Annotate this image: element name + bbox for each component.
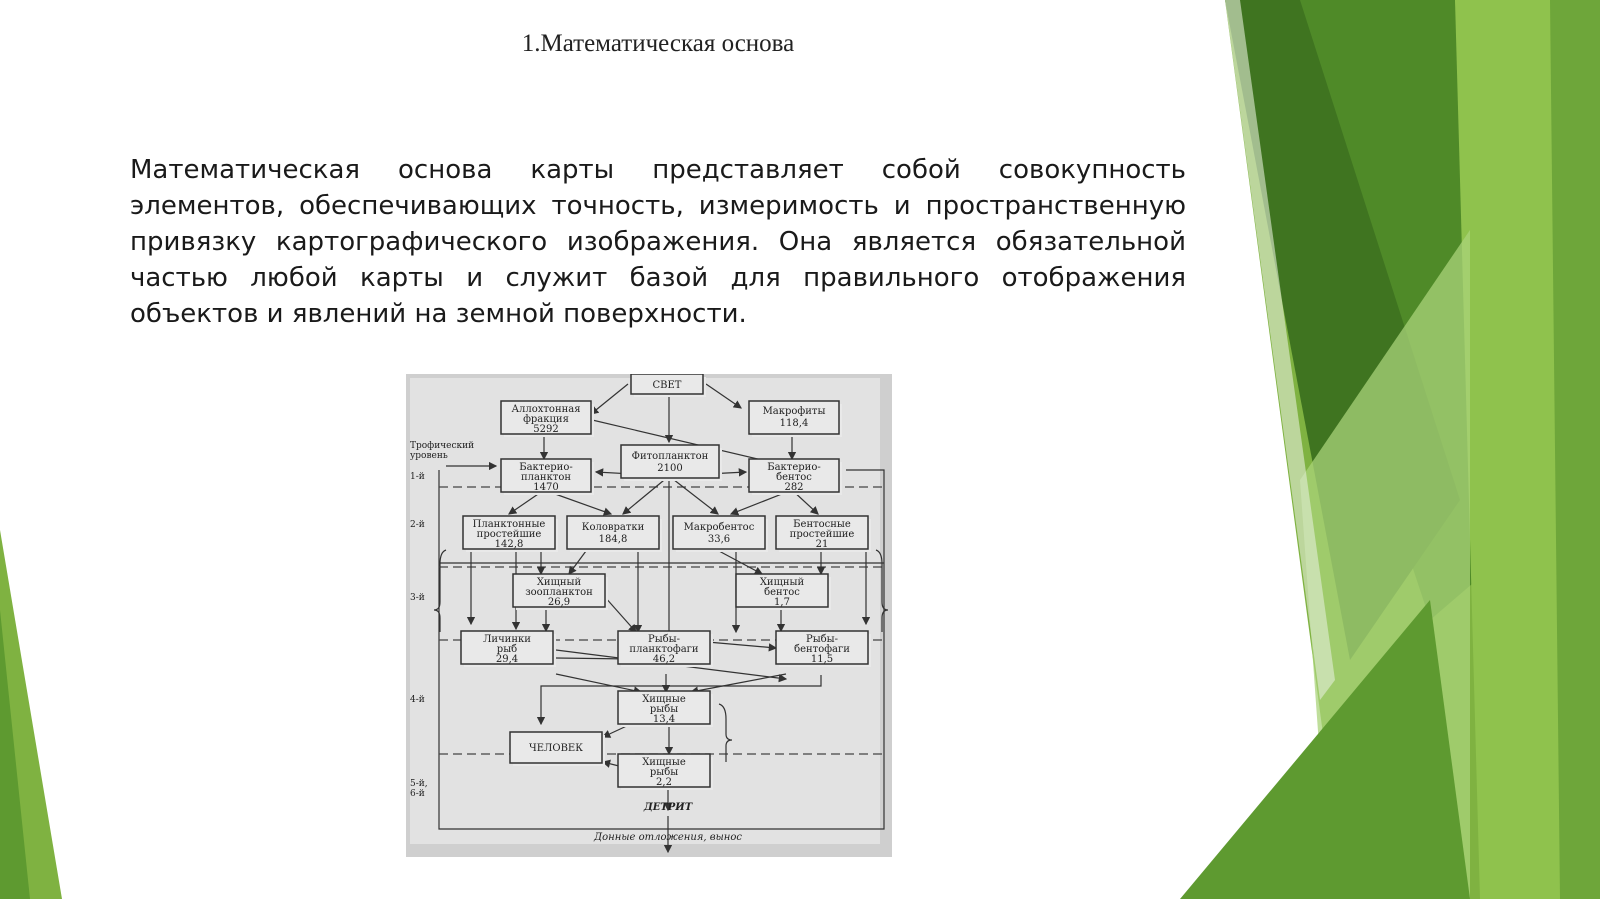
- svg-text:бентос: бентос: [764, 587, 800, 598]
- svg-text:142,8: 142,8: [495, 539, 524, 550]
- svg-text:Бактерио-: Бактерио-: [767, 462, 820, 473]
- svg-text:зоопланктон: зоопланктон: [525, 587, 593, 598]
- svg-text:1470: 1470: [533, 482, 558, 493]
- svg-text:Планктонные: Планктонные: [473, 519, 546, 530]
- svg-text:118,4: 118,4: [780, 418, 809, 429]
- level-header-line-1: Трофический: [410, 441, 474, 451]
- svg-text:282: 282: [784, 482, 803, 493]
- node-predatory-fish-1: Хищные рыбы 13,4: [617, 690, 713, 727]
- svg-text:рыбы: рыбы: [650, 704, 678, 715]
- node-phytoplankton: Фитопланктон 2100: [620, 444, 722, 481]
- slide-title: 1.Математическая основа: [521, 30, 795, 57]
- svg-text:Аллохтонная: Аллохтонная: [511, 404, 580, 415]
- svg-text:26,9: 26,9: [548, 597, 570, 608]
- svg-text:Коловратки: Коловратки: [582, 522, 645, 533]
- node-plankton-protozoa: Планктонные простейшие 142,8: [462, 515, 558, 552]
- svg-text:11,5: 11,5: [811, 654, 833, 665]
- svg-text:Личинки: Личинки: [483, 634, 531, 645]
- svg-text:СВЕТ: СВЕТ: [653, 380, 682, 391]
- level-label-1: 1-й: [410, 472, 425, 482]
- level-label-6: 6-й: [410, 789, 425, 799]
- svg-text:Хищный: Хищный: [760, 577, 805, 588]
- node-macrozoobenthos: Макробентос 33,6: [672, 515, 768, 552]
- node-macrophytes: Макрофиты 118,4: [748, 400, 842, 437]
- svg-text:13,4: 13,4: [653, 714, 675, 725]
- node-fish-fry: Личинки рыб 29,4: [460, 630, 556, 667]
- svg-text:Фитопланктон: Фитопланктон: [632, 451, 709, 462]
- node-bacterioplankton: Бактерио- планктон 1470: [500, 458, 594, 495]
- svg-text:простейшие: простейшие: [477, 529, 542, 540]
- level-header-line-2: уровень: [410, 451, 448, 461]
- svg-text:Хищные: Хищные: [642, 694, 686, 705]
- level-label-3: 3-й: [410, 593, 425, 603]
- svg-text:184,8: 184,8: [599, 534, 628, 545]
- trophic-diagram: Трофический уровень 1-й 2-й 3-й 4-й 5-й,…: [406, 374, 892, 857]
- svg-text:Макрофиты: Макрофиты: [763, 406, 826, 417]
- node-benthivorous-fish: Рыбы- бентофаги 11,5: [775, 630, 871, 667]
- node-bacteriobenthos: Бактерио- бентос 282: [748, 458, 842, 495]
- svg-text:33,6: 33,6: [708, 534, 730, 545]
- level-label-4: 4-й: [410, 695, 425, 705]
- node-copepods: Коловратки 184,8: [566, 515, 662, 552]
- svg-text:1,7: 1,7: [774, 597, 790, 608]
- svg-text:Хищный: Хищный: [537, 577, 582, 588]
- svg-text:Макробентос: Макробентос: [684, 522, 755, 533]
- svg-text:21: 21: [816, 539, 829, 550]
- slide-paragraph: Математическая основа карты представляет…: [130, 155, 1186, 329]
- svg-text:планктон: планктон: [521, 472, 571, 483]
- svg-text:Рыбы-: Рыбы-: [806, 634, 838, 645]
- svg-text:2,2: 2,2: [656, 777, 672, 788]
- svg-text:бентофаги: бентофаги: [794, 644, 850, 655]
- svg-text:Рыбы-: Рыбы-: [648, 634, 680, 645]
- level-label-5: 5-й,: [410, 779, 428, 789]
- node-predatory-benthos: Хищный бентос 1,7: [735, 573, 831, 610]
- svg-text:рыбы: рыбы: [650, 767, 678, 778]
- svg-text:2100: 2100: [657, 463, 682, 474]
- level-label-2: 2-й: [410, 520, 425, 530]
- svg-text:Трофический: Трофический: [410, 441, 474, 451]
- node-allochthonous: Аллохтонная фракция 5292: [500, 400, 594, 437]
- node-human: ЧЕЛОВЕК: [509, 731, 605, 766]
- node-predatory-fish-2: Хищные рыбы 2,2: [617, 753, 713, 790]
- svg-text:планктофаги: планктофаги: [629, 644, 698, 655]
- svg-text:бентос: бентос: [776, 472, 812, 483]
- svg-text:5292: 5292: [533, 424, 558, 435]
- footer-label: Донные отложения, вынос: [593, 832, 742, 843]
- node-light: СВЕТ: [630, 374, 706, 397]
- svg-text:уровень: уровень: [410, 451, 448, 461]
- node-planktivorous-fish: Рыбы- планктофаги 46,2: [617, 630, 713, 667]
- svg-text:29,4: 29,4: [496, 654, 518, 665]
- svg-text:фракция: фракция: [523, 414, 569, 425]
- svg-text:ЧЕЛОВЕК: ЧЕЛОВЕК: [529, 743, 583, 754]
- svg-text:Бактерио-: Бактерио-: [519, 462, 572, 473]
- svg-text:Хищные: Хищные: [642, 757, 686, 768]
- svg-text:рыб: рыб: [497, 644, 517, 655]
- svg-text:простейшие: простейшие: [790, 529, 855, 540]
- detritus-label: ДЕТРИТ: [643, 802, 694, 813]
- svg-text:46,2: 46,2: [653, 654, 675, 665]
- trophic-diagram-svg: Трофический уровень 1-й 2-й 3-й 4-й 5-й,…: [410, 374, 889, 854]
- node-benthic-protozoa: Бентосные простейшие 21: [775, 515, 871, 552]
- svg-text:Бентосные: Бентосные: [793, 519, 851, 530]
- node-predatory-zooplankton: Хищный зоопланктон 26,9: [512, 573, 608, 610]
